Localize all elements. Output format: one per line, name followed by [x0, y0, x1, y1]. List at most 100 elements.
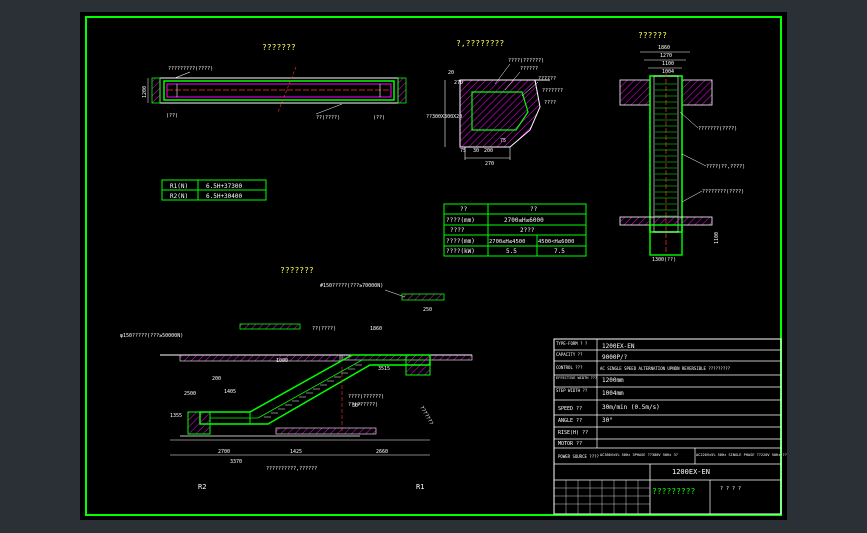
section-note-2: ??????: [520, 66, 538, 72]
section-title: ?,????????: [456, 39, 504, 48]
title-name: ?????????: [652, 487, 696, 496]
elev-dim-1425: 1425: [290, 449, 302, 455]
spec-r5-label: SPEED ??: [558, 406, 582, 412]
reaction-r2-label: R2(N): [170, 193, 188, 200]
elev-dim-1405: 1405: [224, 389, 236, 395]
column-dim-bottom: 1300(??): [652, 257, 676, 263]
plan-title: ???????: [262, 43, 296, 52]
spec-r3-value: 1200mm: [602, 377, 624, 384]
elev-r1: R1: [416, 483, 424, 491]
elev-dim-3515: 3515: [378, 366, 390, 372]
spec-r5-value: 30m/min (0.5m/s): [602, 404, 660, 411]
plan-bottom-right: (??): [373, 115, 385, 121]
section-view: ?,???????? ????(??????) ?????? ?????? ??…: [426, 39, 563, 167]
section-dim-f: 75: [500, 138, 506, 144]
title-small-cells: ? ? ? ?: [720, 486, 741, 492]
section-note-4: ???????: [542, 88, 563, 94]
section-note-5: ????: [544, 100, 556, 106]
column-dim-3: 1100: [662, 61, 674, 67]
speed-r4-label: ????(kW): [446, 248, 475, 255]
column-title: ??????: [638, 31, 667, 40]
column-dim-4: 1004: [662, 69, 674, 75]
elevation-view: ??????? #150?????(???≥70000N) φ150?????(…: [120, 266, 473, 491]
drawing-border: [85, 16, 782, 516]
elev-top-note: #150?????(???≥70000N): [320, 283, 383, 289]
elev-dim-200: 200: [212, 376, 221, 382]
spec-r0-value: 1200EX-EN: [602, 343, 635, 350]
drawing-canvas: ??????? ?????????(????) 1200 (??) ??(???…: [80, 12, 787, 520]
elev-bottom-note: ??????????,??????: [266, 466, 317, 472]
plan-bottom-left: (??): [166, 113, 178, 119]
speed-head-2: ??: [530, 206, 538, 213]
elev-bar-note: ??(????): [312, 326, 336, 332]
section-left-note: ??300X300X20: [426, 114, 462, 120]
plan-top-note: ?????????(????): [168, 66, 213, 72]
elev-dim-3370: 3370: [230, 459, 242, 465]
elev-angle: 30°: [352, 403, 361, 409]
title-code: 1200EX-EN: [672, 468, 710, 476]
spec-r2-label: CONTROL ???: [556, 365, 583, 370]
spec-r8-label: MOTOR ??: [558, 441, 582, 447]
speed-table: ?? ?? ????(mm) 2700≤H≤6000 ???? 2??? ???…: [443, 203, 587, 257]
spec-r3-label: EFFECTIVE WIDTH ???: [556, 376, 597, 380]
column-dim-2: 1270: [660, 53, 672, 59]
section-dim-a: 20: [448, 70, 454, 76]
column-view: ?????? 1860 1270 1100 1004 ???????(????)…: [619, 31, 745, 263]
reactions-table: R1(N) 6.5H+37300 R2(N) 6.5H+30400: [161, 179, 267, 201]
speed-r3-value-a: 2700≤H≤4500: [489, 239, 525, 245]
section-dim-e: 200: [484, 148, 493, 154]
column-note-2: ????(??,????): [706, 164, 745, 170]
section-dim-g: 270: [485, 161, 494, 167]
spec-r4-value: 1004mm: [602, 390, 624, 397]
elev-right-note: ???????: [418, 405, 434, 426]
spec-r0-label: TYPE-FORM ? ?: [556, 341, 588, 346]
spec-r1-label: CAPACITY ??: [556, 352, 583, 357]
column-dim-1: 1860: [658, 45, 670, 51]
column-steps: [655, 83, 677, 217]
speed-r1-label: ????(mm): [446, 217, 475, 224]
reaction-r2-value: 6.5H+30400: [206, 193, 243, 200]
plan-left-dim: 1200: [142, 86, 148, 98]
section-note-3: ??????: [538, 76, 556, 82]
column-note-3: ????????(????): [702, 189, 744, 195]
speed-r4-value-a: 5.5: [506, 248, 517, 255]
cad-drawing: ??????? ?????????(????) 1200 (??) ??(???…: [85, 16, 787, 516]
spec-r9-value-b: AC220V±5% 50Hz SINGLE PHASE ??220V 50Hz …: [696, 453, 787, 457]
elev-dim-250: 250: [423, 307, 432, 313]
plan-bottom-mid: ??(????): [316, 115, 340, 121]
elev-dim-2500: 2500: [184, 391, 196, 397]
column-note-1: ???????(????): [698, 126, 737, 132]
truss-steps: [264, 364, 362, 418]
plan-view: ??????? ?????????(????) 1200 (??) ??(???…: [142, 43, 407, 121]
elev-r2: R2: [198, 483, 206, 491]
spec-r7-label: RISE(H) ??: [558, 430, 588, 436]
elev-mid-note-2: ??(??????): [348, 402, 378, 408]
elev-dim-1000: 1000: [276, 358, 288, 364]
speed-r3-value-b: 4500<H≤6000: [538, 239, 574, 245]
spec-r9-label: POWER SOURCE ????: [558, 454, 600, 459]
section-dim-c: 75: [460, 148, 466, 154]
elev-dim-1355: 1355: [170, 413, 182, 419]
elev-dim-1860: 1860: [370, 326, 382, 332]
section-dim-d: 30: [473, 148, 479, 154]
column-dim-side: 1100: [714, 232, 720, 244]
speed-head-1: ??: [460, 206, 468, 213]
spec-title-block: TYPE-FORM ? ? 1200EX-EN CAPACITY ?? 9000…: [553, 338, 787, 515]
elev-left-note: φ150?????(???≥50000N): [120, 333, 183, 339]
elevation-title: ???????: [280, 266, 314, 275]
speed-r2-label: ????: [450, 227, 465, 234]
speed-r1-value: 2700≤H≤6000: [504, 217, 544, 224]
speed-r4-value-b: 7.5: [554, 248, 565, 255]
spec-r1-value: 9000P/?: [602, 354, 628, 361]
spec-r6-value: 30°: [602, 417, 613, 424]
section-dim-b: 270: [454, 80, 463, 86]
spec-r2-value: AC SINGLE SPEED ALTERNATION UPNDN REVERS…: [600, 366, 731, 371]
spec-r9-value-a: AC380V±5% 50Hz 3PHASE ??380V 50Hz 3?: [600, 453, 678, 457]
reaction-r1-label: R1(N): [170, 183, 188, 190]
elev-dim-2660: 2660: [376, 449, 388, 455]
section-note-1: ????(??????): [508, 58, 544, 64]
speed-r2-value: 2???: [520, 227, 535, 234]
spec-r4-label: STEP WIDTH ??: [556, 388, 588, 393]
elev-dim-2700: 2700: [218, 449, 230, 455]
reaction-r1-value: 6.5H+37300: [206, 183, 243, 190]
